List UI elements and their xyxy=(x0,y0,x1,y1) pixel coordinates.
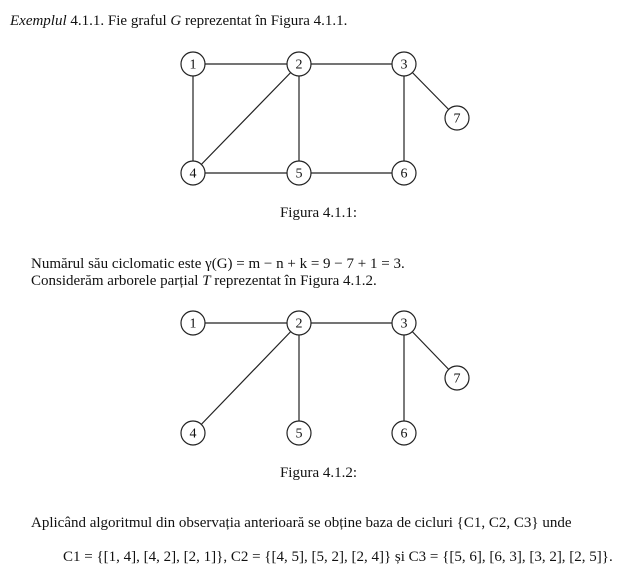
fig2-node-4: 4 xyxy=(180,420,206,446)
fig1-node-label-2: 2 xyxy=(296,58,303,73)
fig1-node-4: 4 xyxy=(180,160,206,186)
graph-figure-1: 1 2 3 4 5 6 7 xyxy=(180,51,470,186)
fig1-edge-4-2 xyxy=(192,63,300,174)
cyclomatic-number-line: Numărul său ciclomatic este γ(G) = m − n… xyxy=(31,256,405,272)
fig1-node-5: 5 xyxy=(286,160,312,186)
fig2-node-label-4: 4 xyxy=(190,427,197,442)
fig2-node-label-1: 1 xyxy=(190,317,197,332)
fig2-node-label-3: 3 xyxy=(401,317,408,332)
fig1-edge-3-7 xyxy=(403,63,458,119)
fig1-node-3: 3 xyxy=(391,51,417,77)
fig2-node-label-7: 7 xyxy=(454,372,461,387)
example-text-after: reprezentat în Figura 4.1.1. xyxy=(184,13,348,29)
fig1-node-6: 6 xyxy=(391,160,417,186)
cycle-basis-line: Aplicând algoritmul din observația anter… xyxy=(31,515,572,531)
fig2-node-label-2: 2 xyxy=(296,317,303,332)
fig2-node-3: 3 xyxy=(391,310,417,336)
fig2-node-label-5: 5 xyxy=(296,427,303,442)
fig1-node-label-6: 6 xyxy=(401,167,408,182)
fig2-node-7: 7 xyxy=(444,365,470,391)
fig2-node-label-6: 6 xyxy=(401,427,408,442)
fig1-node-label-3: 3 xyxy=(401,58,408,73)
fig2-node-1: 1 xyxy=(180,310,206,336)
fig1-node-label-5: 5 xyxy=(296,167,303,182)
example-text-before: Fie graful xyxy=(107,13,167,29)
fig2-node-6: 6 xyxy=(391,420,417,446)
tree-text-after: reprezentat în Figura 4.1.2. xyxy=(214,273,377,289)
fig2-node-2: 2 xyxy=(286,310,312,336)
graph-symbol: G xyxy=(170,13,182,29)
tree-text-before: Considerăm arborele parțial xyxy=(31,273,199,289)
example-label: Exemplul xyxy=(10,13,67,29)
fig1-node-1: 1 xyxy=(180,51,206,77)
fig1-node-label-4: 4 xyxy=(190,167,197,182)
example-heading: Exemplul 4.1.1. Fie graful G reprezentat… xyxy=(10,13,347,30)
figure-2-caption: Figura 4.1.2: xyxy=(279,465,358,481)
fig2-edge-2-4 xyxy=(192,322,300,434)
fig1-node-label-1: 1 xyxy=(190,58,197,73)
example-number: 4.1.1. xyxy=(70,13,105,29)
figure-1-caption: Figura 4.1.1: xyxy=(279,205,358,221)
tree-symbol: T xyxy=(202,273,211,289)
graph-figure-2: 1 2 3 4 5 6 7 xyxy=(180,310,470,446)
cycles-definition-line: C1 = {[1, 4], [4, 2], [2, 1]}, C2 = {[4,… xyxy=(63,549,613,565)
fig1-node-label-7: 7 xyxy=(454,112,461,127)
spanning-tree-line: Considerăm arborele parțial T reprezenta… xyxy=(31,273,377,290)
fig2-node-5: 5 xyxy=(286,420,312,446)
fig1-node-7: 7 xyxy=(444,105,470,131)
fig1-node-2: 2 xyxy=(286,51,312,77)
fig2-edge-3-7 xyxy=(403,322,458,379)
